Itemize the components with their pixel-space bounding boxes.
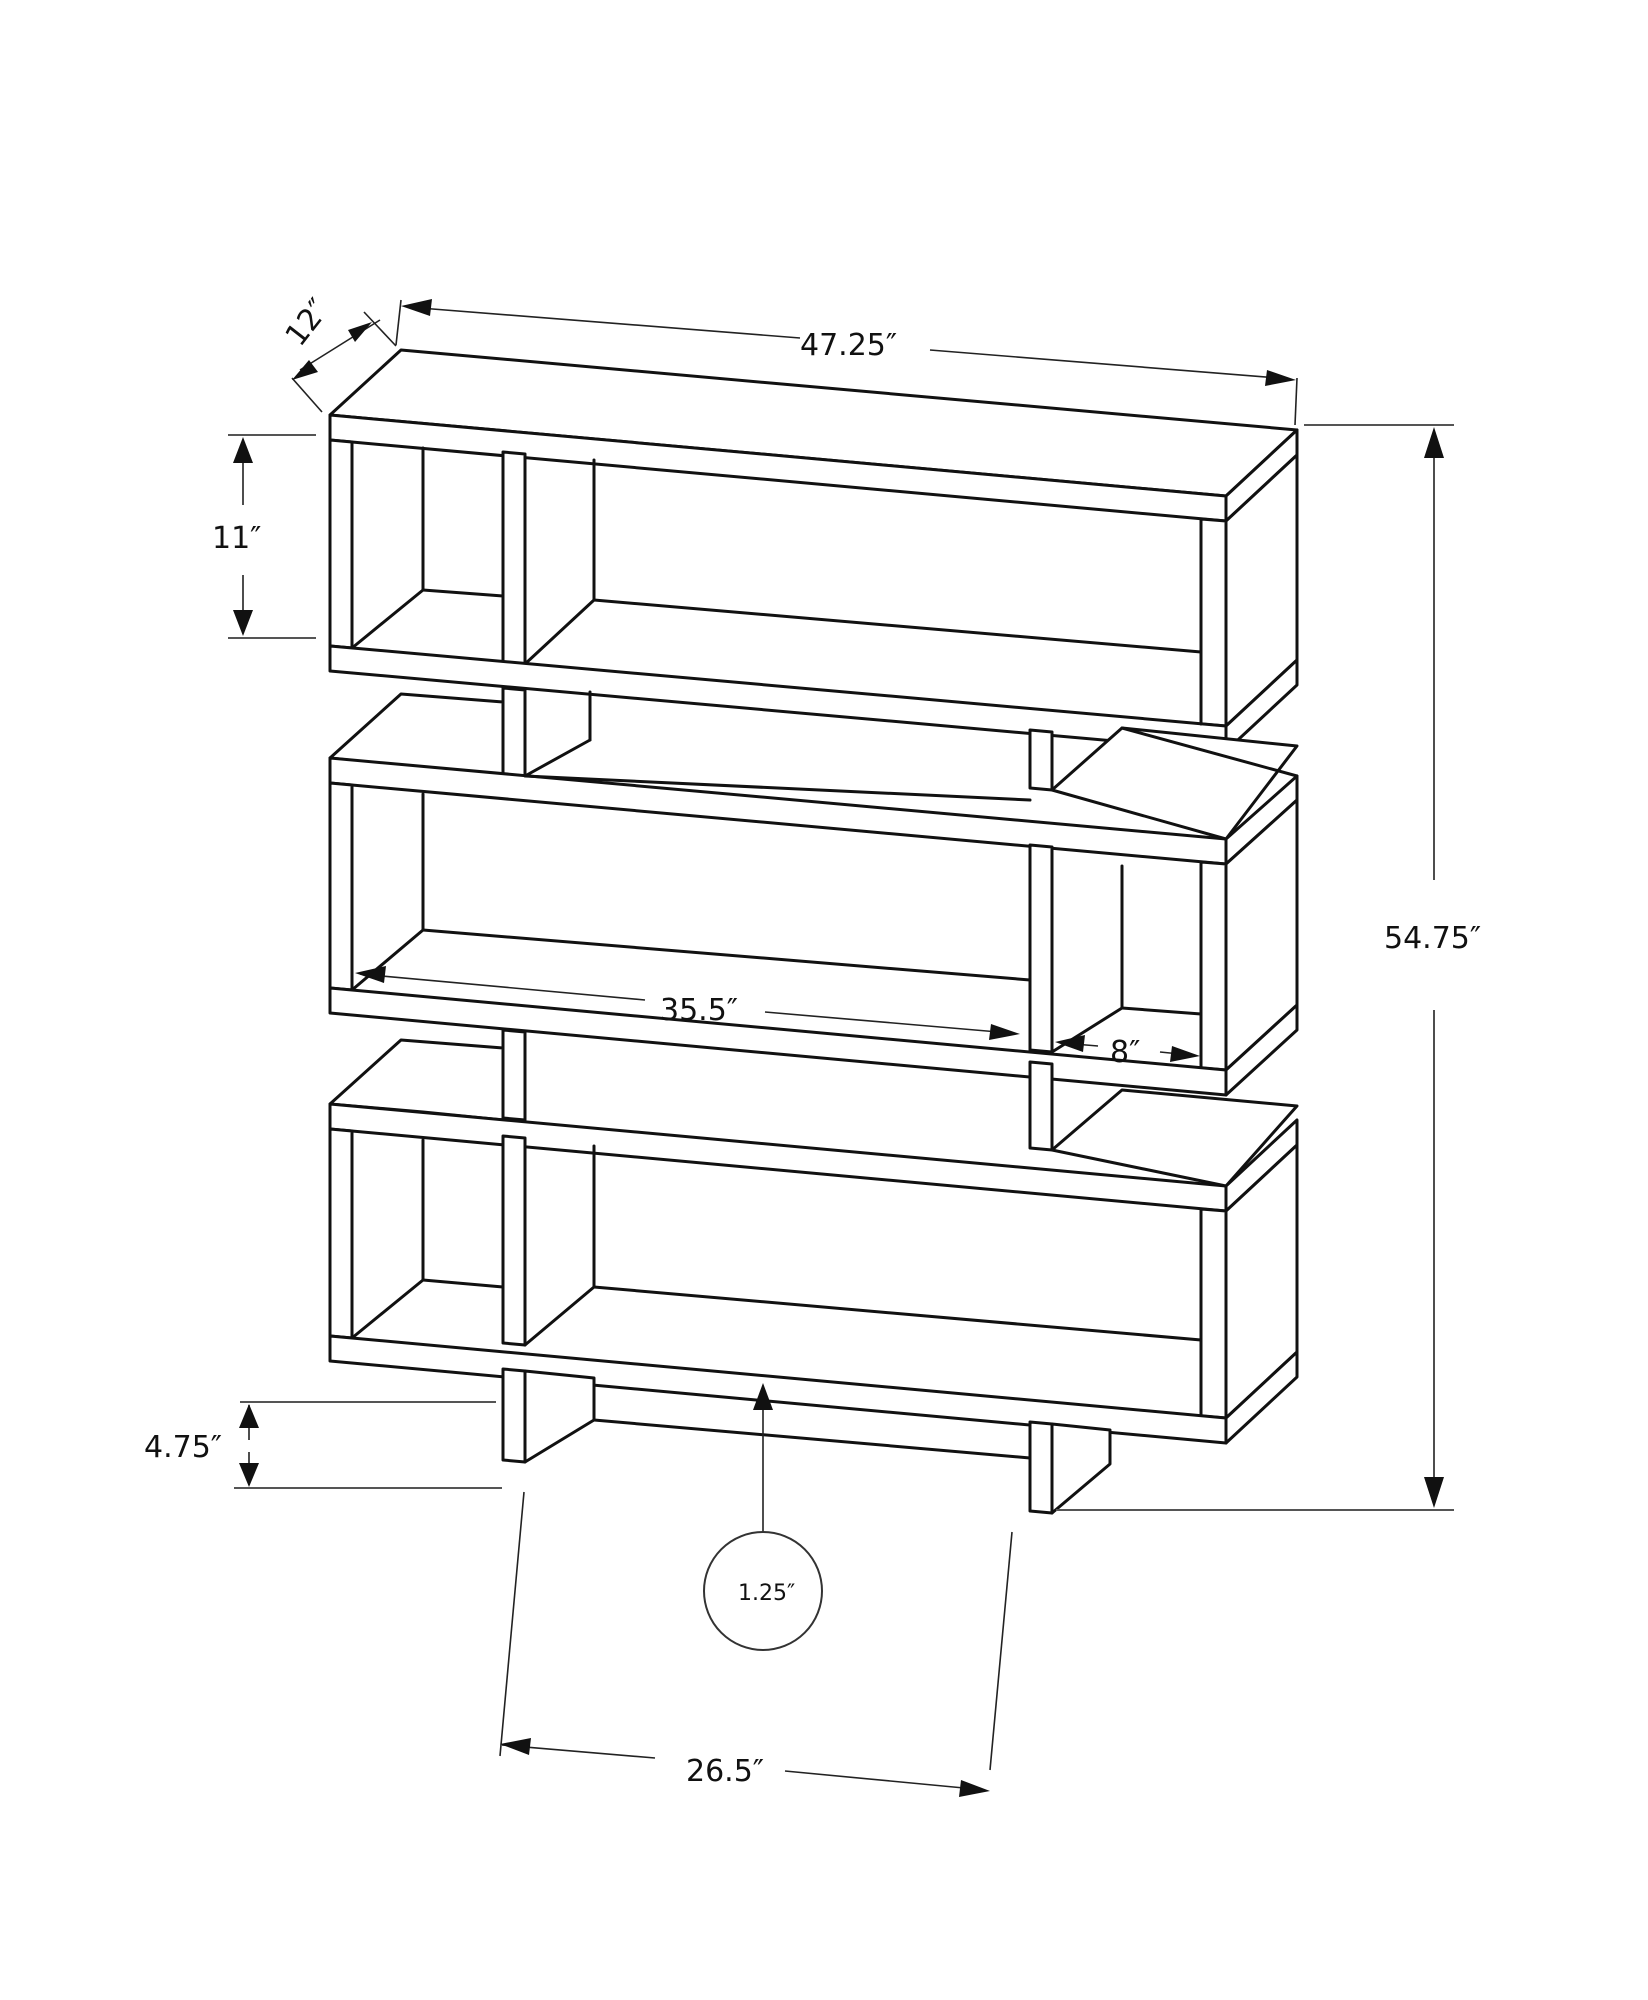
dim-base-leg-spread: 26.5″ (499, 1491, 1013, 1797)
label-shelf-thickness: 1.25″ (738, 1581, 795, 1606)
dim-compartment-height: 11″ (212, 434, 316, 639)
dim-shelf-thickness-callout: 1.25″ (703, 1383, 823, 1651)
label-compartment-height: 11″ (212, 521, 261, 556)
label-overall-height: 54.75″ (1384, 921, 1481, 956)
label-small-compartment-width: 8″ (1110, 1035, 1140, 1070)
top-tier (328, 348, 1299, 753)
dim-overall-height: 54.75″ (1056, 424, 1481, 1511)
dim-base-height: 4.75″ (144, 1401, 502, 1489)
dim-large-compartment-width: 35.5″ (355, 966, 1020, 1040)
upper-connectors (501, 686, 592, 778)
dim-small-compartment-width: 8″ (1055, 1035, 1200, 1070)
label-base-height: 4.75″ (144, 1430, 222, 1465)
label-base-leg-spread: 26.5″ (686, 1754, 764, 1789)
bottom-tier (328, 1028, 1299, 1445)
label-large-compartment-width: 35.5″ (660, 993, 738, 1028)
label-depth: 12″ (279, 292, 337, 352)
middle-tier (328, 692, 1299, 1097)
label-overall-width: 47.25″ (800, 328, 897, 363)
base (501, 1367, 1112, 1515)
dim-overall-width: 47.25″ (395, 299, 1298, 426)
